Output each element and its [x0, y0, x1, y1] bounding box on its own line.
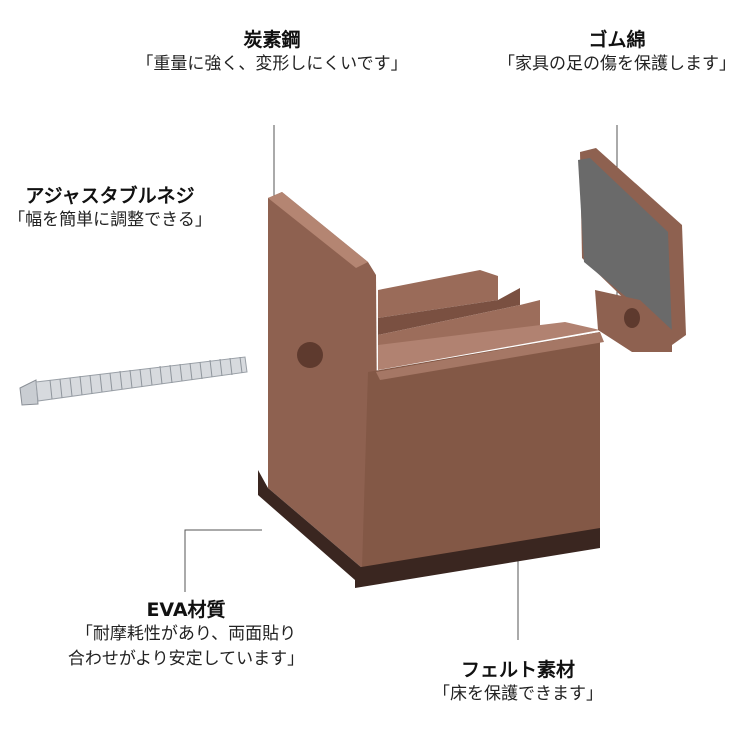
- callout-desc: 「家具の足の傷を保護します」: [498, 54, 736, 74]
- callout-felt: フェルト素材 「床を保護できます」: [433, 658, 603, 707]
- callout-adjustable-screw: アジャスタブルネジ 「幅を簡単に調整できる」: [8, 184, 212, 233]
- callout-desc-line1: 「耐摩耗性があり、両面貼り: [75, 624, 297, 644]
- callout-title: ゴム綿: [588, 29, 646, 51]
- callout-desc: 「重量に強く、変形しにくいです」: [136, 54, 408, 74]
- screw-image: [19, 356, 248, 406]
- leader-line-eva: [184, 529, 262, 592]
- callout-title: アジャスタブルネジ: [25, 185, 195, 207]
- callout-desc: 「幅を簡単に調整できる」: [8, 210, 212, 230]
- callout-desc: 「床を保護できます」: [433, 684, 603, 704]
- callout-desc-line2: 合わせがより安定しています」: [67, 649, 305, 669]
- callout-carbon-steel: 炭素鋼 「重量に強く、変形しにくいです」: [136, 28, 407, 77]
- callout-eva: EVA材質 「耐摩耗性があり、両面貼り 合わせがより安定しています」: [68, 598, 304, 672]
- callout-title: 炭素鋼: [243, 29, 301, 51]
- rubber-pad-image: [578, 148, 686, 352]
- bracket-body-image: [258, 192, 604, 588]
- callout-rubber-foam: ゴム綿 「家具の足の傷を保護します」: [498, 28, 736, 77]
- callout-title: EVA材質: [146, 599, 226, 621]
- callout-title: フェルト素材: [460, 659, 575, 681]
